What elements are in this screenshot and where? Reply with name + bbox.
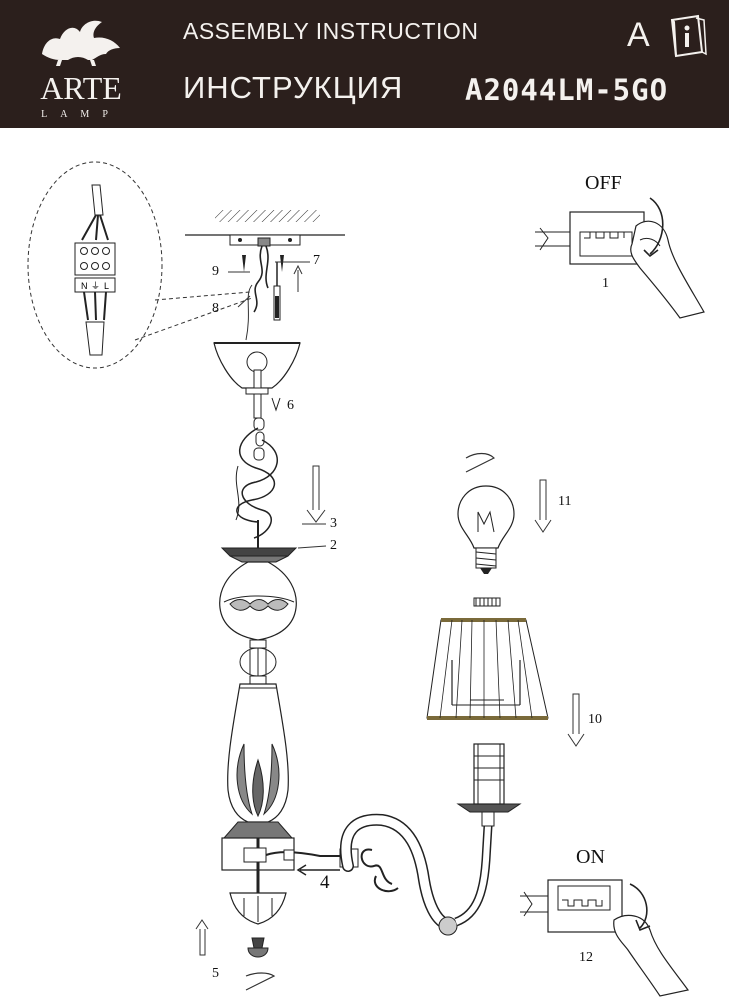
- wiring-detail-bubble: N ⏚ L: [27, 161, 253, 369]
- arte-lamp-logo: ARTE LAMP: [40, 20, 122, 120]
- svg-text:ARTE: ARTE: [40, 70, 122, 106]
- assembly-diagram: N ⏚ L: [27, 161, 705, 997]
- step-label-7: 7: [313, 253, 320, 268]
- lamp-column: [219, 561, 297, 839]
- step-label-11: 11: [558, 494, 572, 509]
- step-label-10: 10: [588, 712, 602, 727]
- step-label-4: 4: [320, 872, 330, 893]
- step-label-6: 6: [287, 398, 294, 413]
- svg-text:LAMP: LAMP: [41, 109, 121, 120]
- step-label-12: 12: [579, 950, 593, 965]
- chain-and-wire: [235, 417, 326, 548]
- lamp-shade: [426, 597, 585, 747]
- switch-off-illustration: [535, 197, 705, 319]
- switch-on-illustration: [520, 879, 690, 997]
- language-letter: A: [627, 16, 650, 54]
- svg-text:⏚: ⏚: [91, 281, 100, 292]
- hub-connection: [195, 837, 359, 991]
- step-label-5: 5: [212, 966, 219, 981]
- title-russian: ИНСТРУКЦИЯ: [183, 70, 404, 105]
- on-label: ON: [576, 846, 605, 868]
- header-bar: ARTE LAMP ASSEMBLY INSTRUCTION ИНСТРУКЦИ…: [0, 0, 729, 128]
- title-english: ASSEMBLY INSTRUCTION: [183, 18, 479, 44]
- step-label-2: 2: [330, 538, 337, 553]
- step-label-3: 3: [330, 516, 337, 531]
- model-number: A2044LM-5GO: [465, 73, 669, 107]
- lamp-socket: [473, 743, 505, 805]
- svg-text:N: N: [81, 281, 88, 291]
- ceiling-mount: [185, 210, 345, 341]
- svg-text:L: L: [104, 281, 109, 291]
- info-book-icon: [670, 14, 707, 58]
- canopy: [213, 342, 301, 419]
- off-label: OFF: [585, 172, 622, 194]
- step-label-9: 9: [212, 264, 219, 279]
- decorative-plate: [220, 547, 298, 563]
- step-label-1: 1: [602, 276, 609, 291]
- griffin-icon: [42, 20, 120, 60]
- step-label-8: 8: [212, 301, 219, 316]
- light-bulb: [457, 452, 552, 574]
- lamp-arm: [339, 803, 522, 936]
- leader-lines: [228, 261, 327, 549]
